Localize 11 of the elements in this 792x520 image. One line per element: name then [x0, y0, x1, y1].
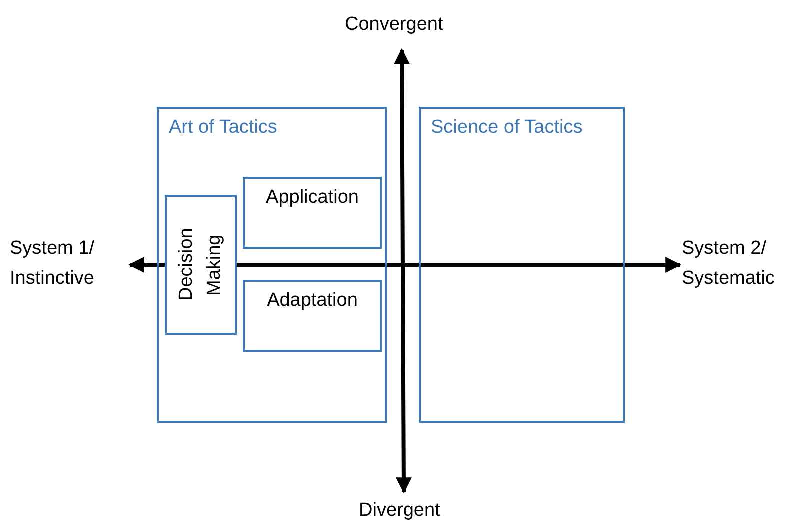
axis-label: System 1/ Instinctive [10, 237, 96, 291]
group-frame [419, 107, 625, 423]
process-box: Decision Making [165, 195, 237, 335]
group-title: Science of Tactics [431, 117, 583, 139]
axis-label: Convergent [345, 13, 444, 37]
process-box: Application [243, 177, 382, 249]
process-box: Adaptation [243, 280, 382, 352]
group-frame [157, 107, 387, 423]
axis-label: System 2/ Systematic [682, 237, 776, 291]
axis-label: Divergent [359, 499, 440, 520]
group-title: Art of Tactics [169, 117, 278, 139]
